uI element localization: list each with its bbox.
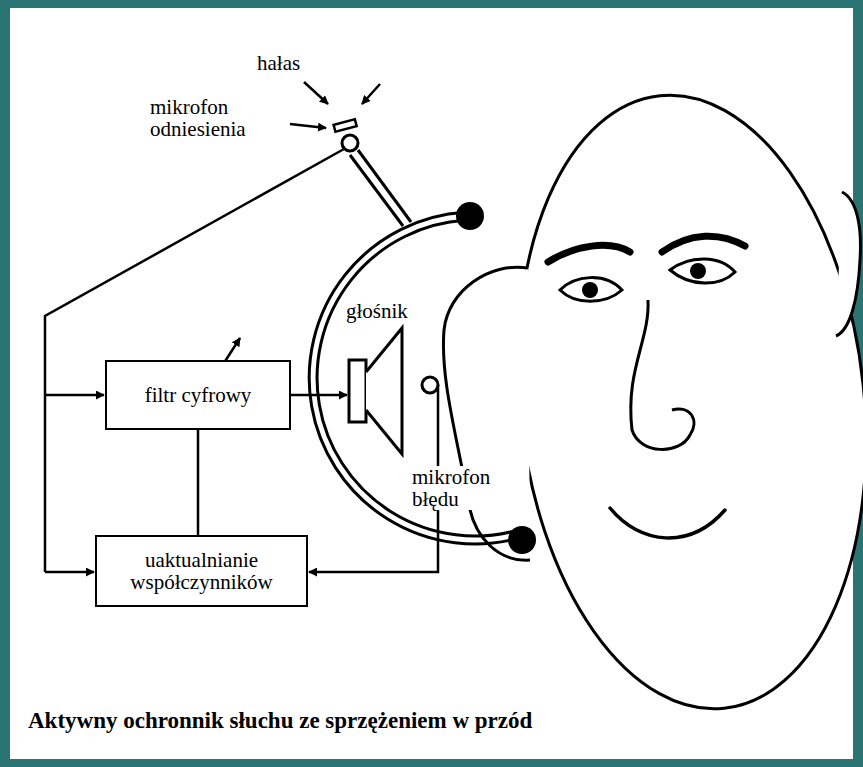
head-outline (489, 78, 863, 727)
eye (560, 278, 622, 302)
process-box: uaktualnianie współczynników (95, 535, 308, 607)
box-text: uaktualnianie współczynników (107, 549, 297, 593)
mic-screen (334, 119, 357, 131)
eyebrow (548, 245, 630, 262)
loudspeaker (349, 360, 366, 422)
part-label: mikrofon błędu (410, 466, 510, 510)
signal-line (197, 430, 200, 535)
process-box: filtr cyfrowy (105, 360, 291, 430)
eyebrow (662, 236, 745, 252)
reference-wire (45, 149, 344, 572)
part-label: hałas (255, 52, 302, 74)
reference-microphone (342, 135, 358, 151)
noise-arrow (362, 84, 380, 104)
left-ear (443, 267, 530, 560)
signal-arrow (45, 394, 104, 397)
figure-caption: Aktywny ochronnik słuchu ze sprzężeniem … (28, 708, 532, 734)
earmuff-shell (309, 212, 521, 544)
mic-stem (358, 150, 411, 222)
earmuff-shell (317, 220, 519, 536)
part-label: mikrofon odniesienia (148, 96, 274, 140)
error-microphone (422, 377, 438, 393)
earmuff-cushion (508, 526, 536, 554)
mouth (610, 508, 725, 538)
pupil (690, 263, 706, 279)
part-label: głośnik (344, 300, 410, 322)
mic-stem (350, 155, 403, 226)
eye (670, 259, 735, 283)
pupil (582, 282, 598, 298)
box-text: filtr cyfrowy (145, 384, 252, 406)
earmuff-cushion (456, 202, 484, 230)
leader-arrow (290, 124, 326, 128)
signal-arrow (291, 394, 347, 397)
nose (631, 300, 694, 449)
loudspeaker-cone (366, 328, 402, 454)
signal-arrow (45, 571, 94, 574)
noise-arrow (304, 82, 328, 104)
right-ear (836, 192, 860, 336)
